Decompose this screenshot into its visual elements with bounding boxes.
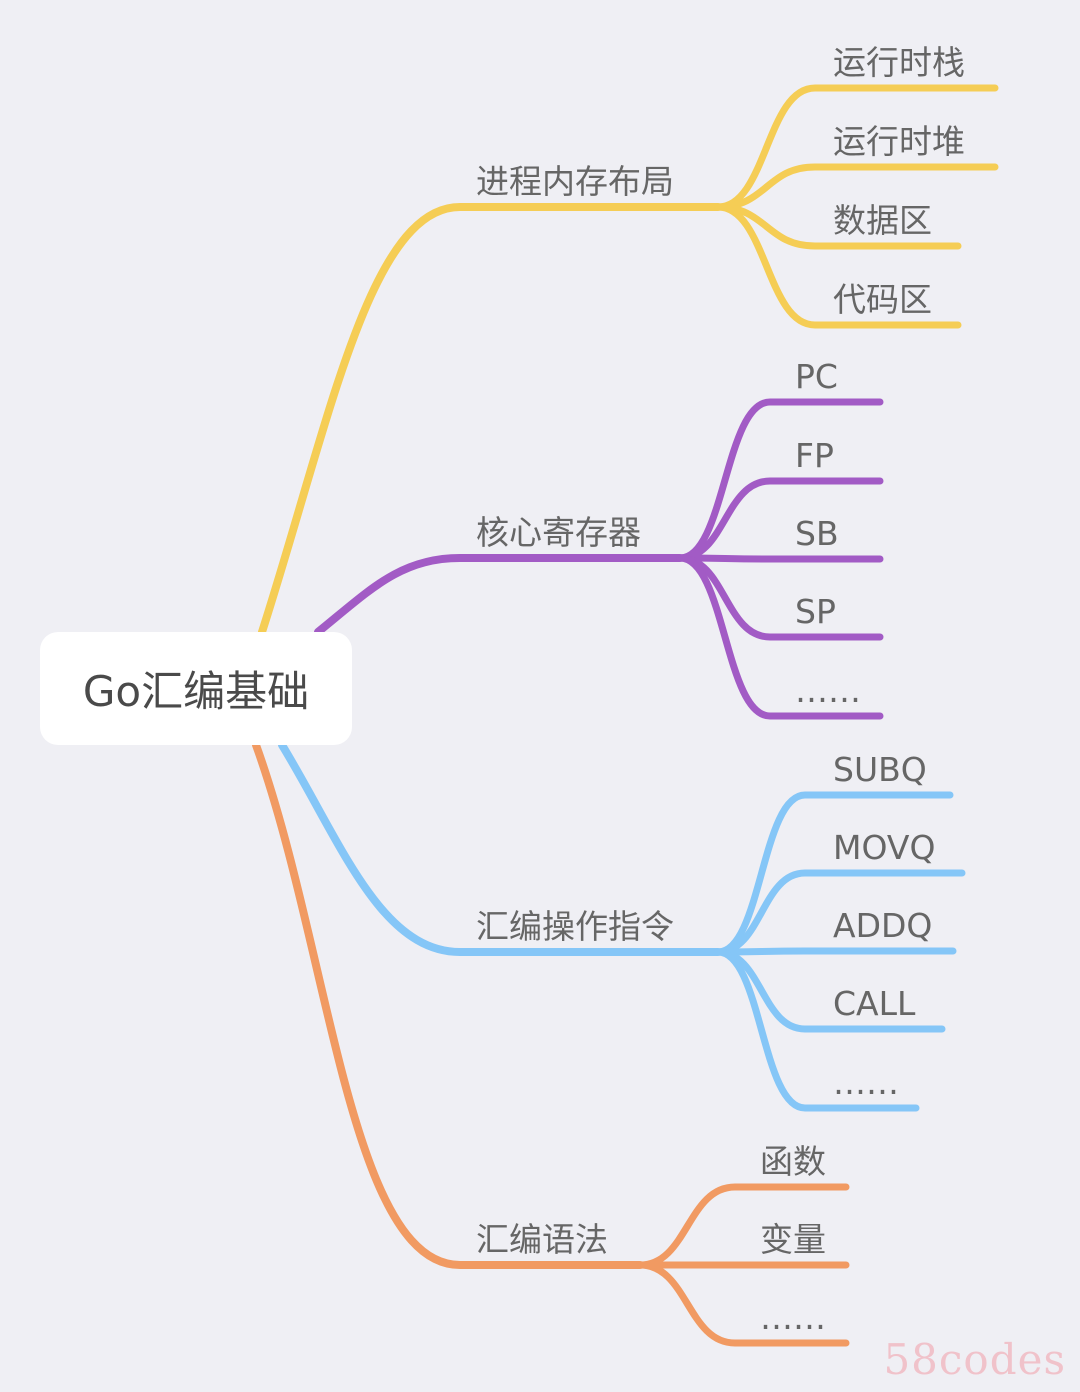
child-label[interactable]: SP [795,592,836,631]
child-label[interactable]: …… [760,1298,826,1337]
root-label: Go汇编基础 [82,667,310,716]
branch-connector [278,741,722,956]
child-connector [714,947,957,956]
child-label[interactable]: …… [795,671,861,710]
child-connector [676,554,884,720]
child-label[interactable]: 运行时栈 [833,43,965,82]
child-label[interactable]: 变量 [760,1220,826,1259]
child-connector [636,1183,850,1269]
child-connector [714,948,920,1112]
branch-label[interactable]: 进程内存布局 [476,162,674,201]
child-label[interactable]: ADDQ [833,906,932,945]
child-label[interactable]: 代码区 [833,280,932,319]
branch-label[interactable]: 汇编操作指令 [476,907,674,946]
child-connector [714,869,966,956]
watermark: 58codes [883,1335,1066,1384]
child-label[interactable]: 运行时堆 [833,122,965,161]
child-connector [714,84,999,211]
child-connector [676,554,884,563]
branch-connector [258,203,722,636]
root-node[interactable]: Go汇编基础 [40,632,352,745]
child-label[interactable]: 函数 [760,1142,826,1181]
child-connector [676,398,884,562]
child-label[interactable]: FP [795,436,834,475]
child-connector [636,1261,850,1347]
child-label[interactable]: CALL [833,984,916,1023]
child-label[interactable]: …… [833,1063,899,1102]
child-connector [714,203,962,329]
child-connector [676,477,884,562]
child-label[interactable]: SUBQ [833,750,927,789]
branch-label[interactable]: 汇编语法 [476,1220,608,1259]
branch-label[interactable]: 核心寄存器 [476,513,641,552]
child-label[interactable]: 数据区 [833,201,932,240]
child-label[interactable]: MOVQ [833,828,935,867]
branch-connector [252,741,644,1269]
child-label[interactable]: SB [795,514,839,553]
child-label[interactable]: PC [795,357,838,396]
branch-connector [314,554,684,636]
